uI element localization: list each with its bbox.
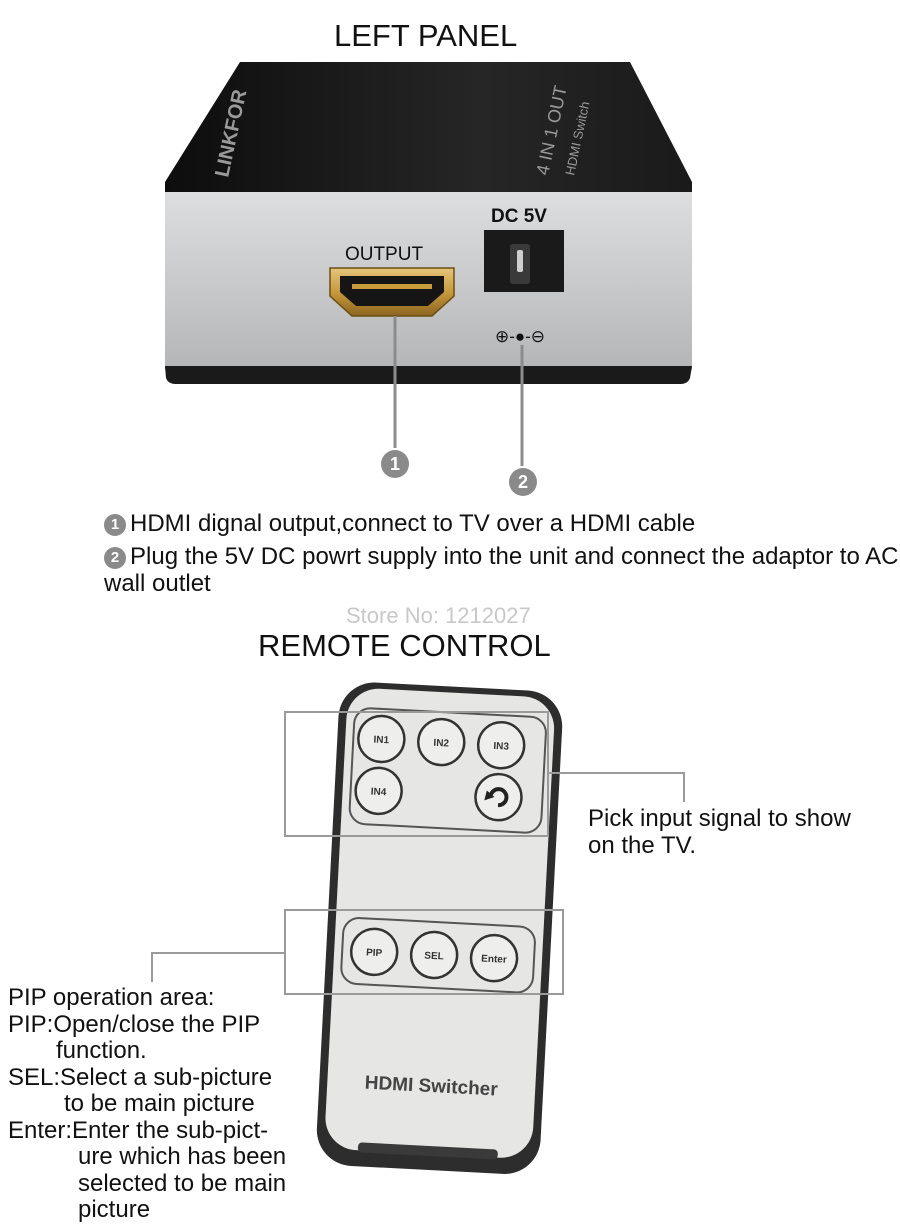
pip-note-line-2: function. xyxy=(56,1037,147,1064)
device-top-surface xyxy=(165,62,692,192)
remote-illustration: IN1 IN2 IN3 IN4 PIP SEL xyxy=(151,682,685,1174)
pip-operation-note: PIP operation area: PIP:Open/close the P… xyxy=(8,984,287,1224)
remote-button-sel-label: SEL xyxy=(424,950,444,962)
remote-button-in1-label: IN1 xyxy=(373,735,390,747)
remote-button-enter-label: Enter xyxy=(481,953,507,965)
pick-input-note-line-1: Pick input signal to show xyxy=(588,805,851,832)
callout-badge-1: 1 xyxy=(381,450,409,478)
remote-button-in1[interactable]: IN1 xyxy=(357,714,406,764)
remote-title: REMOTE CONTROL xyxy=(258,628,551,663)
callout-text-1: HDMI dignal output,connect to TV over a … xyxy=(130,510,696,537)
device-bottom-edge xyxy=(165,366,692,384)
remote-button-in4[interactable]: IN4 xyxy=(354,766,403,816)
store-watermark: Store No: 1212027 xyxy=(346,603,531,628)
callout-badge-2: 2 xyxy=(509,468,537,496)
remote-pip-group xyxy=(340,917,536,994)
pip-note-line-7: selected to be main xyxy=(78,1169,287,1197)
hdmi-port-cavity xyxy=(340,276,444,306)
remote-button-in2[interactable]: IN2 xyxy=(417,717,466,767)
remote-button-pip-label: PIP xyxy=(366,947,383,959)
remote-button-in3-label: IN3 xyxy=(493,741,510,753)
device-illustration: LINKFOR 4 IN 1 OUT HDMI Switch OUTPUT DC… xyxy=(165,62,692,466)
pick-input-connector xyxy=(548,772,685,802)
left-panel-title: LEFT PANEL xyxy=(334,18,518,53)
pip-note-line-5: Enter:Enter the sub-pict- xyxy=(8,1116,269,1144)
remote-button-pip[interactable]: PIP xyxy=(349,927,399,977)
desc-badge-2: 2 xyxy=(104,547,126,569)
remote-button-in2-label: IN2 xyxy=(433,738,450,750)
remote-battery-slot xyxy=(357,1142,498,1160)
output-label: OUTPUT xyxy=(345,244,424,265)
pip-note-heading: PIP operation area: xyxy=(8,984,215,1011)
dc-label: DC 5V xyxy=(491,206,547,227)
remote-button-in4-label: IN4 xyxy=(370,786,387,798)
pip-note-line-3: SEL:Select a sub-picture xyxy=(8,1063,273,1091)
cycle-icon-arrow xyxy=(484,790,495,801)
remote-button-sel[interactable]: SEL xyxy=(409,930,459,980)
pip-note-line-6: ure which has been xyxy=(78,1143,287,1170)
desc-badge-1: 1 xyxy=(104,514,126,536)
remote-button-enter[interactable]: Enter xyxy=(469,933,519,983)
pip-note-line-8: picture xyxy=(78,1196,151,1223)
remote-button-cycle[interactable] xyxy=(474,772,523,822)
pick-input-note-line-2: on the TV. xyxy=(588,831,697,859)
pip-note-line-4: to be main picture xyxy=(64,1090,255,1117)
cycle-icon xyxy=(488,787,509,808)
hdmi-port-pins xyxy=(352,284,432,289)
remote-button-in3[interactable]: IN3 xyxy=(476,720,526,770)
callout-text-2: Plug the 5V DC powrt supply into the uni… xyxy=(104,543,899,597)
polarity-symbol: ⊕-●-⊖ xyxy=(495,327,545,346)
dc-jack-pin xyxy=(517,250,523,272)
pip-note-line-1: PIP:Open/close the PIP xyxy=(8,1010,261,1038)
pick-input-note: Pick input signal to show on the TV. xyxy=(588,805,851,859)
pip-connector xyxy=(151,952,285,982)
